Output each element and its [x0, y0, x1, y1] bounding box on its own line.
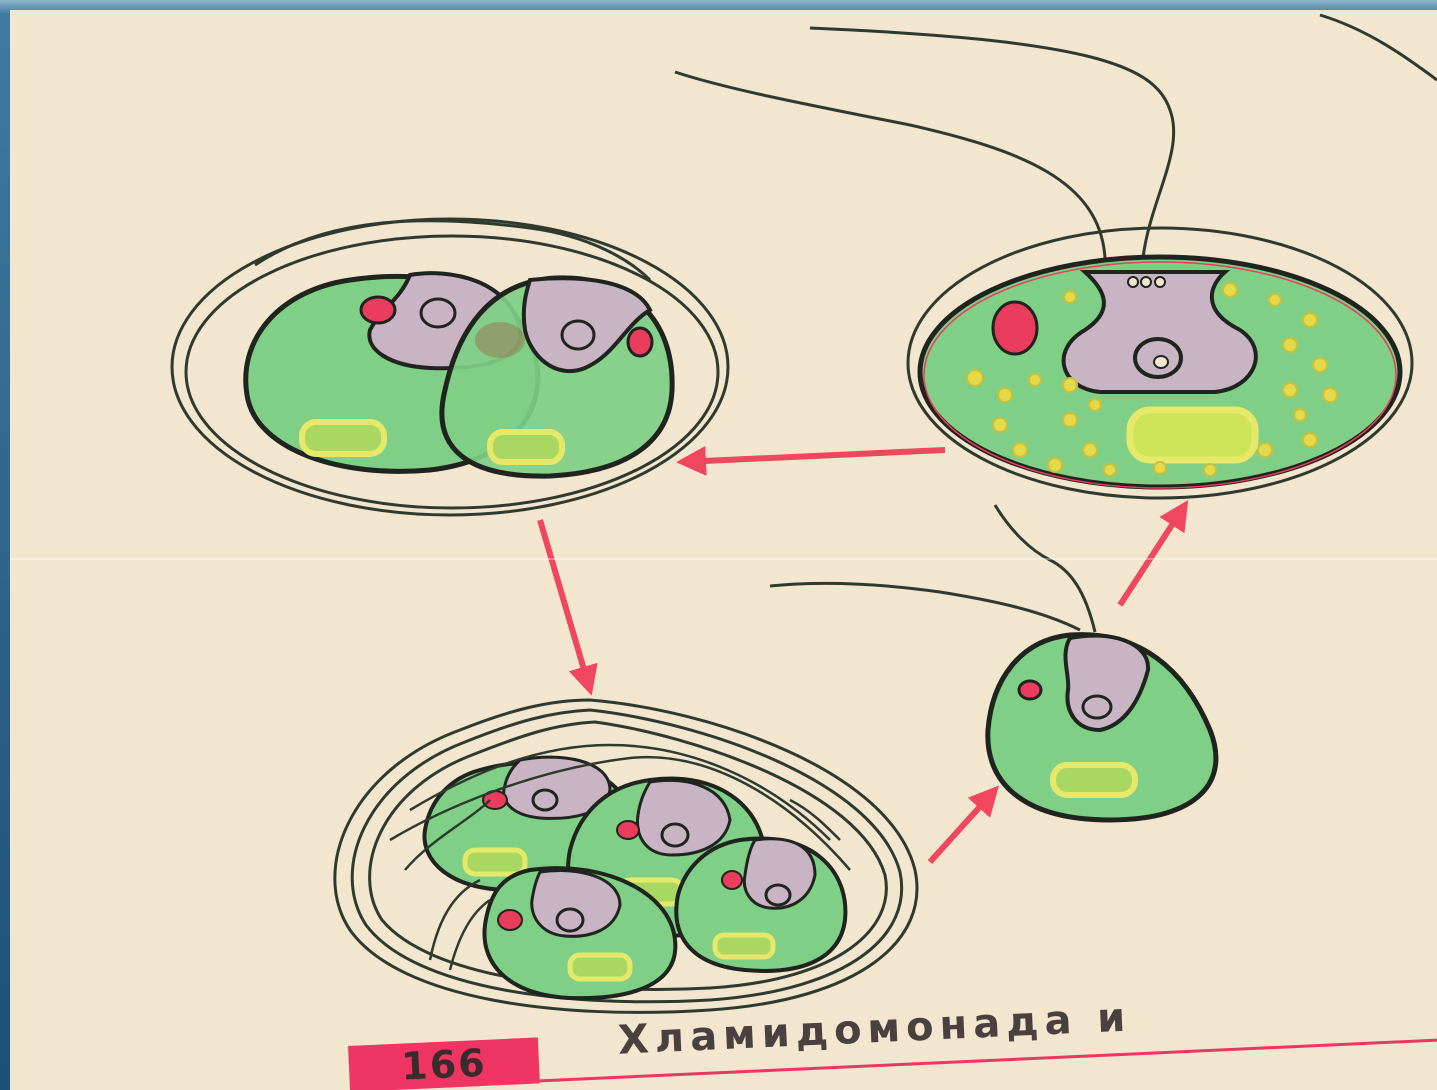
flagellum: [675, 72, 1105, 258]
eyespot: [993, 302, 1037, 354]
arrow-cyst-to-young: [930, 790, 995, 862]
eyespot: [628, 328, 652, 356]
page-number-badge: 166: [348, 1037, 540, 1090]
arrow-adult-to-zygote: [682, 450, 945, 462]
flagellum: [1320, 15, 1437, 80]
pyrenoid: [302, 422, 384, 454]
fusion-zone: [475, 322, 525, 358]
nucleus: [421, 299, 455, 327]
flagellum: [995, 505, 1095, 632]
textbook-page: 166 Хламидомонада и: [10, 10, 1437, 1090]
nucleolus: [1154, 356, 1168, 368]
nucleus: [1083, 696, 1111, 718]
adult-cell: [675, 15, 1437, 498]
basal-body: [1141, 277, 1151, 287]
flagellum: [770, 583, 1080, 630]
daughter-cell: [676, 838, 845, 970]
zygote-wall-top: [255, 221, 650, 280]
nucleus: [562, 321, 594, 349]
eyespot: [361, 297, 395, 323]
chlamydomonas-life-cycle-diagram: [10, 10, 1437, 1090]
basal-body: [1155, 277, 1165, 287]
pyrenoid: [490, 432, 562, 462]
young-cell: [770, 505, 1216, 820]
division-cyst: [335, 700, 917, 1012]
caption-title: Хламидомонада и: [617, 995, 1132, 1064]
fusion-zygote: [172, 219, 728, 515]
flagellum: [810, 28, 1174, 258]
pyrenoid: [1130, 410, 1255, 460]
basal-body: [1128, 277, 1138, 287]
arrow-young-to-adult: [1120, 505, 1185, 605]
arrow-zygote-to-cyst: [540, 520, 590, 690]
eyespot: [1019, 681, 1041, 699]
pyrenoid: [1053, 765, 1135, 795]
